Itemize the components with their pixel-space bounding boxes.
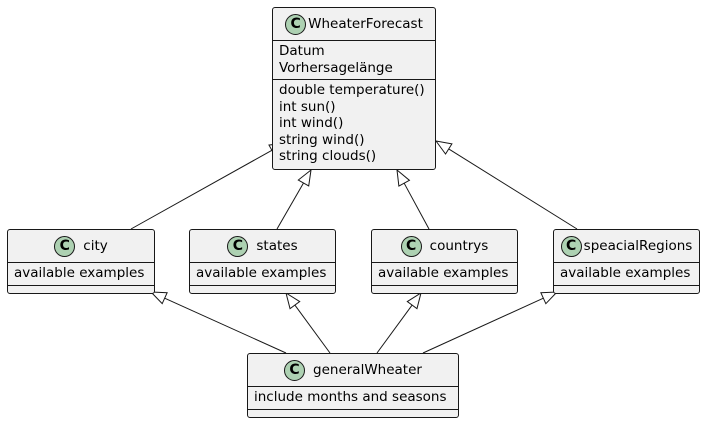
class-generalwheater[interactable]: C generalWheater include months and seas… — [247, 353, 459, 418]
edge-states-to-forecast-line — [276, 182, 304, 230]
class-icon: C — [560, 235, 582, 257]
attributes-section: available examples — [554, 263, 699, 286]
class-icon: C — [284, 359, 306, 381]
edge-countrys-to-forecast-arrowhead — [396, 168, 411, 187]
edge-general-to-regions-line — [422, 297, 544, 354]
methods-section — [190, 286, 335, 294]
edge-general-to-regions-arrowhead — [540, 291, 559, 305]
class-icon: C — [285, 13, 307, 35]
methods-section — [248, 410, 458, 418]
edge-countrys-to-forecast-line — [403, 182, 430, 230]
methods-section — [554, 286, 699, 294]
class-name: city — [83, 238, 108, 254]
edge-regions-to-forecast-arrowhead — [434, 140, 453, 155]
class-wheaterforecast[interactable]: C WheaterForecast Datum Vorhersagelänge … — [272, 7, 436, 170]
class-name: speacialRegions — [583, 238, 693, 254]
method: int sun() — [279, 98, 336, 115]
edge-states-to-forecast-arrowhead — [297, 168, 312, 187]
attribute: Datum — [279, 43, 325, 59]
class-name: countrys — [429, 238, 489, 254]
class-city[interactable]: C city available examples — [7, 229, 155, 294]
edge-regions-to-forecast-line — [448, 148, 578, 230]
edge-general-to-states-arrowhead — [285, 291, 301, 310]
edge-city-to-forecast-line — [130, 149, 273, 230]
methods-section: double temperature() int sun() int wind(… — [273, 80, 435, 168]
class-name: generalWheater — [313, 362, 422, 378]
class-header: C WheaterForecast — [273, 8, 435, 41]
attributes-section: available examples — [190, 263, 335, 286]
class-icon: C — [54, 235, 76, 257]
class-icon: C — [227, 235, 249, 257]
class-header: C countrys — [372, 230, 517, 263]
attribute: available examples — [378, 265, 509, 281]
edge-general-to-city-arrowhead — [149, 291, 168, 305]
attribute: available examples — [14, 265, 145, 281]
method: int wind() — [279, 115, 344, 131]
class-header: C states — [190, 230, 335, 263]
attribute: available examples — [560, 265, 691, 281]
edge-general-to-city-line — [164, 297, 287, 354]
method: string clouds() — [279, 148, 377, 164]
attributes-section: Datum Vorhersagelänge — [273, 41, 435, 80]
class-speacialregions[interactable]: C speacialRegions available examples — [553, 229, 700, 294]
class-header: C generalWheater — [248, 354, 458, 387]
edge-general-to-countrys-arrowhead — [406, 291, 422, 310]
class-countrys[interactable]: C countrys available examples — [371, 229, 518, 294]
class-states[interactable]: C states available examples — [189, 229, 336, 294]
edge-general-to-states-line — [294, 304, 331, 354]
class-header: C speacialRegions — [554, 230, 699, 263]
attribute: include months and seasons — [254, 389, 447, 405]
class-icon: C — [400, 235, 422, 257]
attribute: available examples — [196, 265, 327, 281]
method: string wind() — [279, 131, 365, 148]
attributes-section: available examples — [372, 263, 517, 286]
attributes-section: include months and seasons — [248, 387, 458, 410]
class-header: C city — [8, 230, 154, 263]
methods-section — [372, 286, 517, 294]
class-name: states — [256, 238, 298, 254]
attribute: Vorhersagelänge — [279, 59, 393, 76]
method: double temperature() — [279, 82, 425, 98]
class-name: WheaterForecast — [308, 16, 423, 32]
methods-section — [8, 286, 154, 294]
edge-general-to-countrys-line — [376, 304, 413, 354]
attributes-section: available examples — [8, 263, 154, 286]
